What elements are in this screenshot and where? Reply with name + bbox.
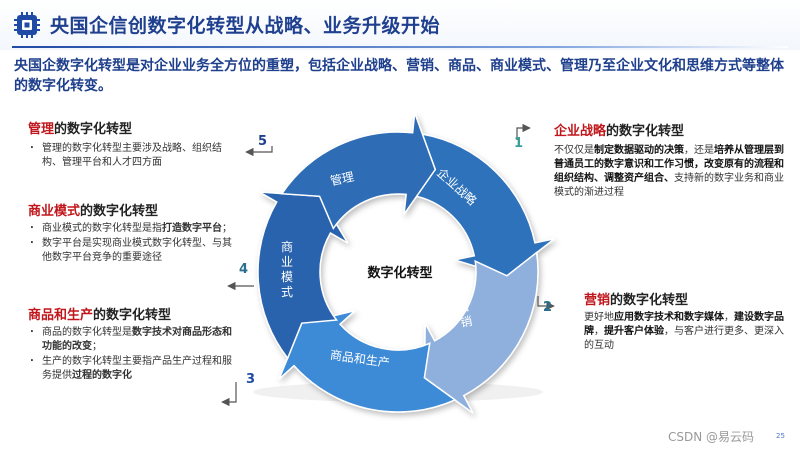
number-2: 2 xyxy=(543,300,553,315)
cycle-segment-1 xyxy=(410,133,555,277)
title-bar xyxy=(0,0,800,50)
product-bullets: 商品的数字化转型是数字技术对商品形态和功能的改变； 生产的数字化转型主要指产品生… xyxy=(28,323,240,384)
watermark: CSDN @易云码 xyxy=(668,430,755,444)
management-bullet: 管理的数字化转型主要涉及战略、组织结构、管理平台和人才四方面 xyxy=(28,139,240,170)
leader-line-5 xyxy=(245,146,273,157)
leader-line-1 xyxy=(516,123,531,140)
cycle-segments xyxy=(257,112,555,414)
number-1: 1 xyxy=(514,136,524,151)
section-title-business-model: 商业模式的数字化转型 xyxy=(28,204,159,219)
business-model-bullet: 商业模式的数字化转型是指打造数字平台； xyxy=(28,219,240,236)
chip-icon xyxy=(14,12,40,38)
product-bullet: 商品的数字化转型是数字技术对商品形态和功能的改变； xyxy=(28,323,240,354)
section-title-product: 商品和生产的数字化转型 xyxy=(28,308,172,323)
leader-line-3 xyxy=(221,382,237,407)
cycle-segment-2 xyxy=(423,251,539,414)
business-model-bullets: 商业模式的数字化转型是指打造数字平台； 数字平台是实现商业模式数字化转型、与其他… xyxy=(28,219,240,266)
section-title-strategy: 企业战略的数字化转型 xyxy=(554,124,685,139)
cycle-segment-4 xyxy=(257,191,349,360)
number-5: 5 xyxy=(258,134,268,149)
page-title: 央国企信创数字化转型从战略、业务升级开始 xyxy=(50,15,441,37)
center-label: 数字化转型 xyxy=(367,266,433,281)
cycle-segment-3 xyxy=(278,310,457,413)
leader-line-2 xyxy=(537,296,555,311)
cycle-segment-5 xyxy=(280,112,437,230)
strategy-description: 不仅仅是制定数据驱动的决策，还是培养从管理层到普通员工的数字意识和工作习惯，改变… xyxy=(554,145,784,198)
section-title-marketing: 营销的数字化转型 xyxy=(584,293,689,308)
business-model-bullet: 数字平台是实现商业模式数字化转型、与其他数字平台竞争的重要途径 xyxy=(28,234,240,265)
product-bullet: 生产的数字化转型主要指产品生产过程和服务提供过程的数字化 xyxy=(28,352,240,383)
marketing-description: 更好地应用数字技术和数字媒体，建设数字品牌，提升客户体验，与客户进行更多、更深入… xyxy=(584,312,784,351)
number-4: 4 xyxy=(239,262,249,277)
section-title-management: 管理的数字化转型 xyxy=(28,122,133,137)
segment-label-business-model: 商业模式 xyxy=(280,240,293,299)
number-3: 3 xyxy=(246,372,256,387)
intro-text: 央国企数字化转型是对企业业务全方位的重塑，包括企业战略、营销、商品、商业模式、管… xyxy=(14,58,784,94)
title-underline xyxy=(12,46,788,48)
page-number: 25 xyxy=(776,432,785,440)
management-bullets: 管理的数字化转型主要涉及战略、组织结构、管理平台和人才四方面 xyxy=(28,139,240,171)
